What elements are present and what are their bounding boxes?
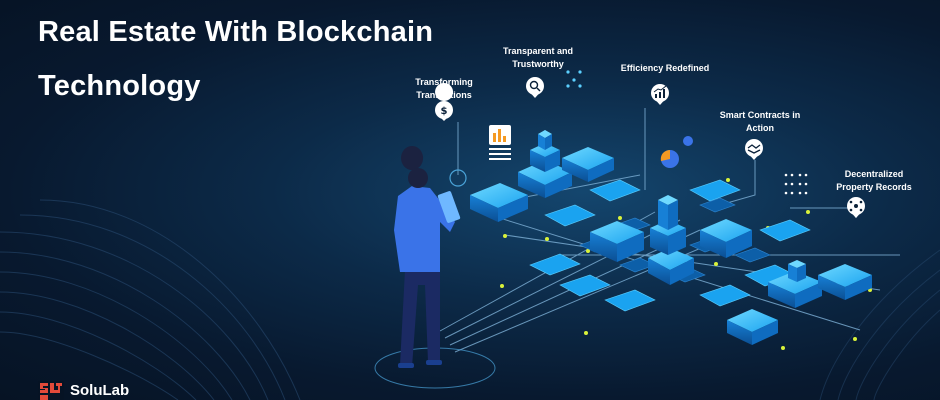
block-stack-right — [700, 219, 752, 258]
bar-chart-card — [489, 125, 511, 160]
block-stack-middle — [590, 221, 644, 262]
label-line: Action — [746, 123, 774, 133]
isometric-tiles — [529, 179, 811, 312]
brand-name: SoluLab — [70, 382, 130, 399]
svg-text:$: $ — [441, 106, 448, 117]
label-line: Transforming — [415, 77, 473, 87]
label-line: Transparent and — [502, 46, 574, 56]
money-transfer-icon: $ — [435, 83, 454, 121]
label-efficiency-redefined: Efficiency Redefined — [612, 62, 718, 75]
label-transforming-transactions: Transforming Transactions — [402, 76, 486, 102]
label-line: Property Records — [836, 182, 912, 192]
block-stack-top — [562, 147, 614, 182]
label-smart-contracts: Smart Contracts in Action — [708, 109, 812, 135]
page-title-line-2: Technology — [38, 70, 201, 102]
dot-cluster — [566, 70, 582, 88]
block-stack-far-right — [818, 264, 872, 300]
background-curves — [0, 199, 301, 400]
label-decentralized-records: Decentralized Property Records — [822, 168, 926, 194]
network-nodes-icon — [847, 197, 865, 218]
block-stack-bottom — [727, 309, 778, 345]
label-line: Trustworthy — [512, 59, 564, 69]
solulab-logo-icon — [38, 381, 64, 400]
white-dot-grid — [784, 173, 808, 195]
person-figure — [374, 146, 496, 389]
label-line: Smart Contracts in — [719, 110, 801, 120]
block-tower-center-left — [518, 130, 572, 198]
label-transparent-trustworthy: Transparent and Trustworthy — [493, 45, 583, 71]
label-line: Transactions — [416, 90, 472, 100]
block-tower-center — [648, 195, 694, 285]
magnifier-search-icon — [526, 77, 544, 98]
block-stack-left — [470, 183, 528, 222]
label-line: Decentralized — [844, 169, 904, 179]
growth-chart-icon — [651, 84, 669, 105]
pie-chart-graphic — [660, 136, 693, 168]
label-line: Efficiency Redefined — [620, 63, 710, 73]
block-tower-right — [768, 260, 822, 308]
page-title-line-1: Real Estate With Blockchain — [38, 16, 434, 48]
handshake-contract-icon — [745, 139, 763, 160]
